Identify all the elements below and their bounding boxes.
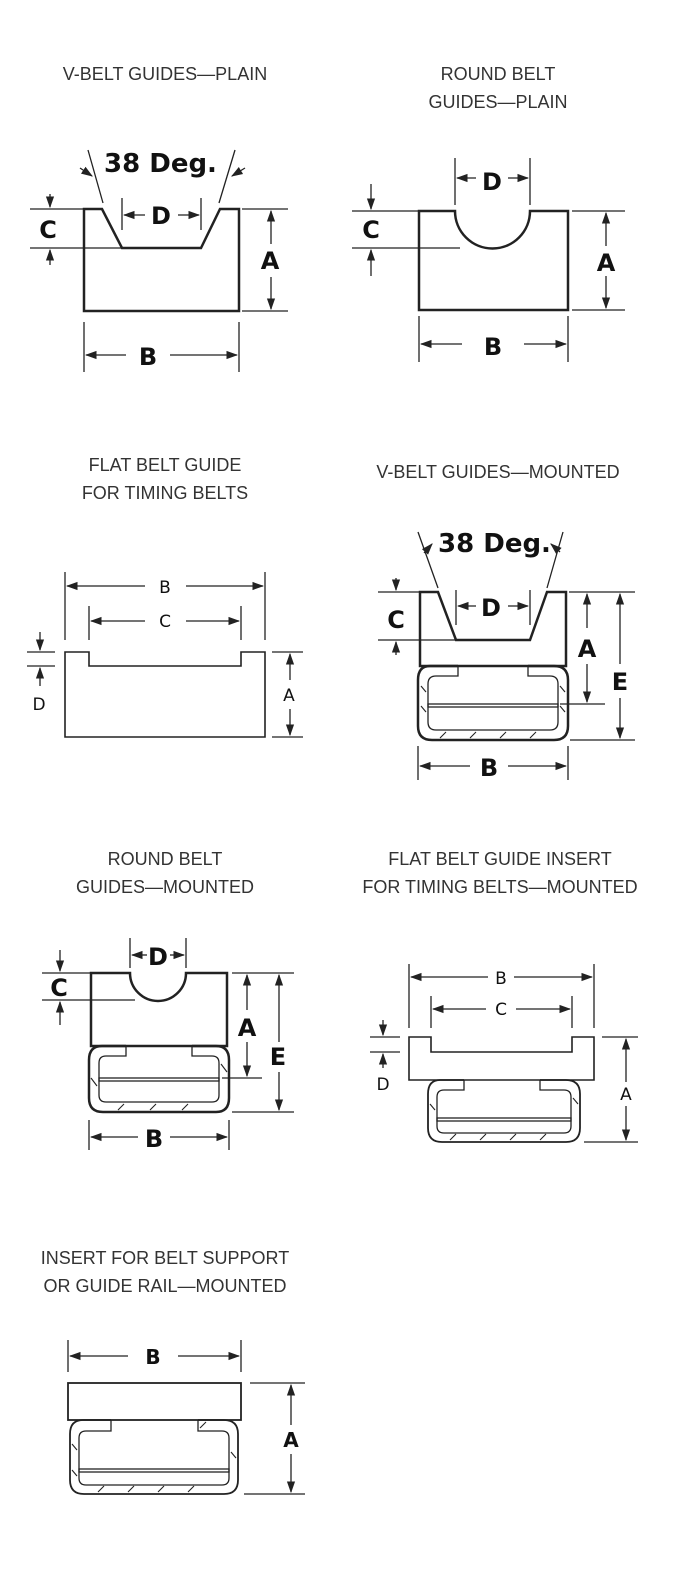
dim-label-b: B [480,754,498,782]
title-round-belt-mounted: ROUND BELT GUIDES—MOUNTED [75,849,254,897]
dim-label-a: A [261,247,280,275]
dim-label-c: C [159,612,171,632]
dim-label-d: D [482,168,502,196]
dim-label-b: B [484,333,502,361]
dim-label-c: C [495,1000,507,1020]
dim-label-c: C [387,606,405,634]
dim-label-d: D [151,202,171,230]
dim-label-d: D [148,943,168,971]
dim-label-c: C [39,216,57,244]
flat-belt-timing-drawing: B C D A [27,572,303,738]
dim-label-e: E [612,668,628,696]
dim-label-e: E [270,1043,286,1071]
v-belt-plain-angle-label: 38 Deg. [104,149,217,179]
round-belt-mounted-drawing: D C A E B [42,938,294,1153]
dim-label-d: D [481,594,501,622]
dim-label-c: C [362,216,380,244]
dim-label-b: B [495,969,507,989]
v-belt-mounted-drawing: 38 Deg. D C A E B [378,529,635,782]
flat-insert-mounted-drawing: B C D A [370,964,638,1143]
dim-label-a: A [597,249,616,277]
title-insert-support-mounted: INSERT FOR BELT SUPPORT OR GUIDE RAIL—MO… [40,1248,290,1296]
title-round-belt-plain: ROUND BELT GUIDES—PLAIN [428,64,568,112]
title-v-belt-mounted: V-BELT GUIDES—MOUNTED [376,462,620,482]
dim-label-b: B [139,343,157,371]
dim-label-a: A [578,635,597,663]
v-belt-plain-drawing: 38 Deg. D C A B [30,149,288,372]
dim-label-a: A [238,1014,257,1042]
dim-label-a: A [283,686,295,706]
dim-label-a: A [620,1085,632,1105]
title-flat-insert-mounted: FLAT BELT GUIDE INSERT FOR TIMING BELTS—… [362,849,638,897]
dim-label-d: D [376,1075,389,1095]
insert-support-mounted-drawing: B A [67,1340,305,1495]
dim-label-b: B [145,1125,163,1153]
dim-label-b: B [145,1345,160,1369]
dim-label-b: B [159,578,171,598]
title-flat-belt-timing: FLAT BELT GUIDE FOR TIMING BELTS [81,455,249,503]
dim-label-c: C [50,974,68,1002]
title-v-belt-plain: V-BELT GUIDES—PLAIN [62,64,268,84]
v-belt-mounted-angle-label: 38 Deg. [438,529,551,559]
round-belt-plain-drawing: D C A B [352,158,625,362]
dim-label-d: D [32,695,45,715]
dim-label-a: A [283,1428,299,1452]
